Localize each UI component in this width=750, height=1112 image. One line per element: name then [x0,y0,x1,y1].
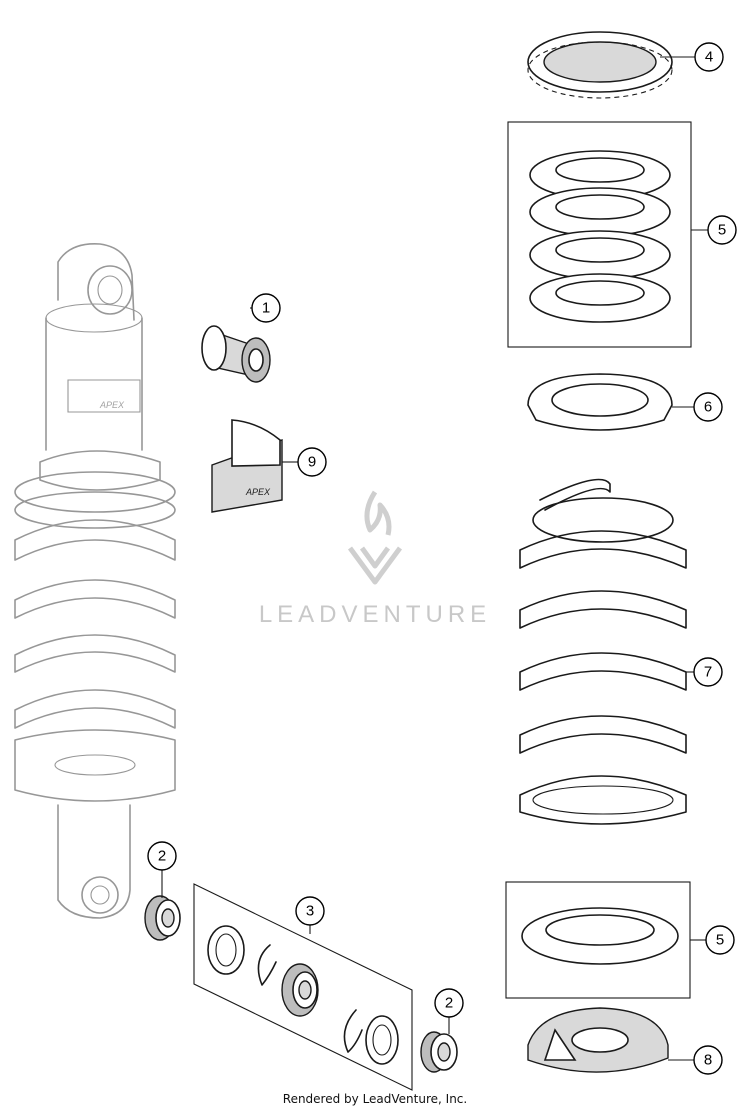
callout: 7 [693,657,723,687]
sticker-logo: APEX [245,487,271,497]
part-8-spring-retainer [527,1007,669,1073]
callout: 9 [297,447,327,477]
shock-absorber-assembly: APEX [14,243,176,919]
leadventure-flame-logo-icon [347,490,403,585]
callout-label-3: 3 [306,903,314,920]
part-2-seal-left [144,895,181,941]
part-3-bearing-kit [193,883,413,1091]
part-2-seal-right [420,1031,458,1073]
callout-label-6: 6 [704,399,712,416]
callout: 1 [251,293,281,323]
callout-label-9: 9 [308,454,316,471]
part-6-spring-seat [527,373,673,431]
footer-credit: Rendered by LeadVenture, Inc. [282,1092,468,1106]
part-5-single-washer [505,881,691,999]
callout-label-2-right: 2 [445,995,453,1012]
callout-label-4: 4 [705,49,713,66]
callout-label-1: 1 [262,300,270,317]
callout: 5 [707,215,737,245]
part-1-bushing [201,325,271,383]
part-5-washer-stack [507,121,692,348]
callout: 6 [693,392,723,422]
callout-label-5-upper: 5 [718,222,726,239]
callout: 4 [694,42,724,72]
callout: 2 [147,841,177,871]
shock-body-logo: APEX [99,400,125,410]
watermark: LEADVENTURE [259,490,491,628]
watermark-text: LEADVENTURE [259,601,491,628]
part-7-spring [519,478,687,825]
part-4-adjusting-ring [527,31,673,99]
callout-label-7: 7 [704,664,712,681]
part-9-sticker: APEX [211,419,283,513]
callout: 5 [705,925,735,955]
callout: 8 [693,1045,723,1075]
callout: 2 [434,988,464,1018]
callout-label-2-left: 2 [158,848,166,865]
callout-label-8: 8 [704,1052,712,1069]
callout: 3 [295,896,325,926]
callout-label-5-lower: 5 [716,932,724,949]
